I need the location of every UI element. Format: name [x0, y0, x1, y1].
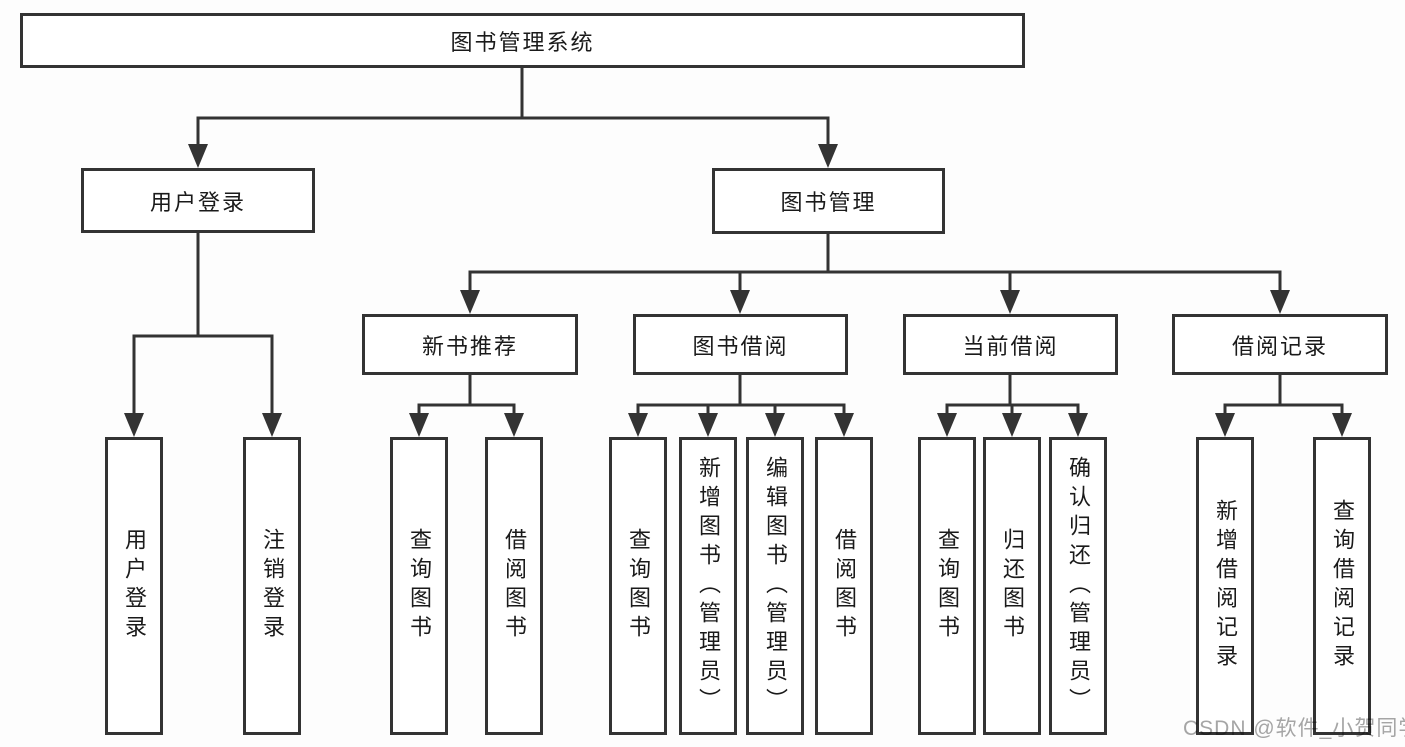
leaf-logout-login: 注销登录: [243, 437, 301, 735]
watermark: CSDN @软件_小贺同学: [1183, 717, 1405, 740]
node-new-book-recommend: 新书推荐: [362, 314, 578, 375]
leaf-nb-query-book: 查询图书: [390, 437, 448, 735]
leaf-cb-return-book: 归还图书: [983, 437, 1041, 735]
node-user-login: 用户登录: [81, 168, 315, 233]
node-book-borrow: 图书借阅: [633, 314, 848, 375]
leaf-br-add-record: 新增借阅记录: [1196, 437, 1254, 735]
node-current-borrow: 当前借阅: [903, 314, 1118, 375]
leaf-user-login: 用户登录: [105, 437, 163, 735]
arrowhead-icons: [124, 144, 1352, 437]
leaf-br-query-record: 查询借阅记录: [1313, 437, 1371, 735]
leaf-bb-query-book: 查询图书: [609, 437, 667, 735]
node-book-management: 图书管理: [712, 168, 945, 234]
leaf-bb-edit-book-admin: 编辑图书（管理员）: [746, 437, 804, 735]
leaf-cb-query-book: 查询图书: [918, 437, 976, 735]
leaf-cb-confirm-return-admin: 确认归还（管理员）: [1049, 437, 1107, 735]
node-borrow-record: 借阅记录: [1172, 314, 1388, 375]
leaf-bb-add-book-admin: 新增图书（管理员）: [679, 437, 737, 735]
leaf-nb-borrow-book: 借阅图书: [485, 437, 543, 735]
node-root: 图书管理系统: [20, 13, 1025, 68]
leaf-bb-borrow-book: 借阅图书: [815, 437, 873, 735]
